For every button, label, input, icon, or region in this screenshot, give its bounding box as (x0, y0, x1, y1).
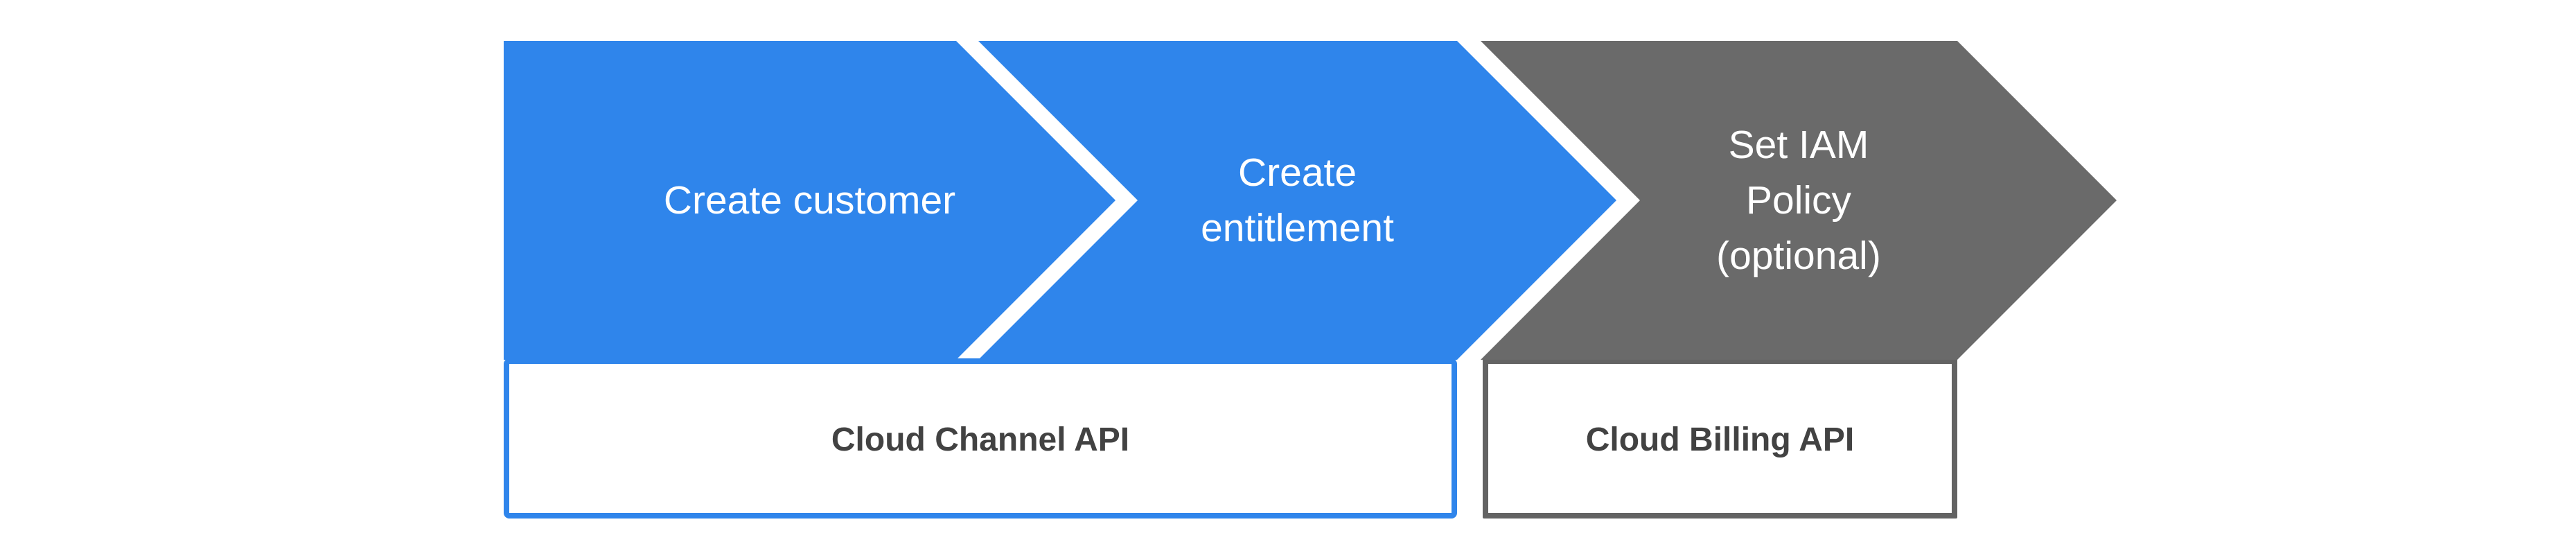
step-label: Create entitlement (1201, 145, 1394, 256)
step-label: Create customer (664, 173, 955, 228)
step-label-line: Create customer (663, 178, 956, 223)
api-box-label: Cloud Billing API (1585, 421, 1855, 458)
step-label-line: Create (1237, 150, 1357, 195)
step-label-line: entitlement (1201, 206, 1394, 250)
step-arrow-create-customer: Create customer (504, 41, 1115, 360)
step-label-line: Policy (1745, 178, 1852, 223)
api-box-label: Cloud Channel API (831, 421, 1130, 458)
step-label-line: Set IAM (1728, 123, 1869, 167)
step-label-line: (optional) (1716, 234, 1881, 278)
api-box-cloud-billing: Cloud Billing API (1483, 358, 1957, 518)
api-box-cloud-channel: Cloud Channel API (504, 358, 1457, 518)
step-label: Set IAM Policy (optional) (1716, 117, 1881, 284)
